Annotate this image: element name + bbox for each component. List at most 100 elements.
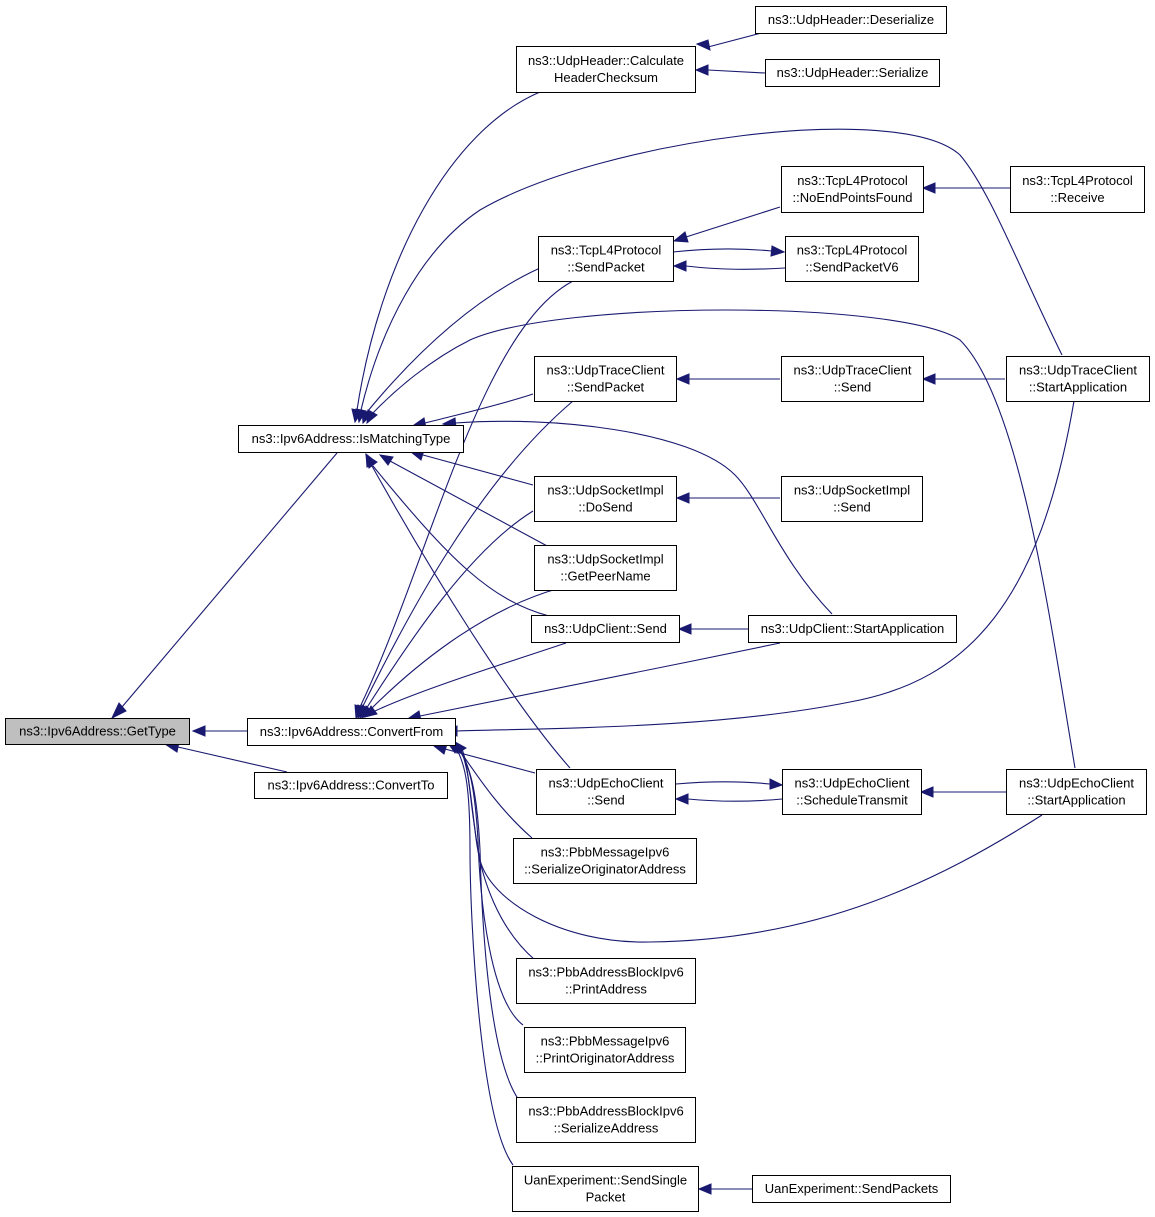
- node-label: ns3::TcpL4Protocol: [797, 243, 908, 258]
- node-label: ns3::UdpSocketImpl: [794, 483, 910, 498]
- node-label: ::DoSend: [578, 500, 632, 515]
- edge-ucsend-convertfrom: [374, 642, 567, 712]
- node-label: ns3::PbbAddressBlockIpv6: [528, 1104, 683, 1119]
- edge-udphdrdeser-udphdrcalc: [707, 31, 766, 48]
- node-label: ns3::UdpTraceClient: [546, 363, 664, 378]
- node-label: ns3::UdpTraceClient: [793, 363, 911, 378]
- edge-utcsendpacket-ismatching: [424, 393, 534, 424]
- node-label: ns3::PbbMessageIpv6: [541, 1034, 670, 1049]
- node-label: ns3::TcpL4Protocol: [797, 173, 908, 188]
- edge-uecsend-uecsched: [675, 781, 771, 785]
- node-utc-start[interactable]: ns3::UdpTraceClient::StartApplication: [1006, 356, 1150, 402]
- edge-uansingle-convertfrom: [455, 747, 514, 1166]
- node-label: ns3::Ipv6Address::IsMatchingType: [252, 431, 451, 446]
- arrowhead: [694, 64, 709, 76]
- node-tcp-receive[interactable]: ns3::TcpL4Protocol::Receive: [1010, 166, 1145, 213]
- arrowhead: [919, 786, 934, 798]
- edge-pbbabprint-convertfrom: [459, 747, 536, 961]
- arrowhead: [672, 260, 687, 272]
- arrowhead: [921, 182, 936, 194]
- arrowhead: [110, 702, 127, 720]
- edge-ucsend-ismatching: [372, 465, 550, 617]
- node-label: UanExperiment::SendSingle: [524, 1173, 687, 1188]
- node-label: ::SendPacket: [567, 260, 645, 275]
- node-uec-sched[interactable]: ns3::UdpEchoClient::ScheduleTransmit: [782, 769, 922, 815]
- node-label: ::NoEndPointsFound: [793, 190, 913, 205]
- node-pbbm-print[interactable]: ns3::PbbMessageIpv6::PrintOriginatorAddr…: [524, 1027, 686, 1073]
- node-box: [531, 615, 680, 643]
- node-box: [513, 838, 697, 884]
- edge-ucstart-ismatching: [454, 420, 833, 615]
- node-label: ns3::UdpHeader::Calculate: [528, 53, 684, 68]
- edge-pbbmprint-convertfrom: [458, 747, 524, 1026]
- edge-tcpsend-tcpsendv6: [672, 248, 773, 253]
- edge-usidosend-ismatching: [422, 454, 534, 486]
- node-uec-send[interactable]: ns3::UdpEchoClient::Send: [536, 769, 676, 815]
- node-usi-dosend[interactable]: ns3::UdpSocketImpl::DoSend: [534, 476, 677, 522]
- node-pbbab-print[interactable]: ns3::PbbAddressBlockIpv6::PrintAddress: [516, 958, 696, 1004]
- node-box: [538, 236, 674, 282]
- node-uec-start[interactable]: ns3::UdpEchoClient::StartApplication: [1006, 769, 1147, 815]
- node-box: [781, 166, 924, 213]
- arrowhead: [677, 623, 692, 635]
- node-udphdr-ser[interactable]: ns3::UdpHeader::Serialize: [765, 59, 940, 87]
- node-label: ::Send: [587, 793, 625, 808]
- arrowhead: [697, 1183, 712, 1195]
- node-uan-packets[interactable]: UanExperiment::SendPackets: [752, 1175, 951, 1203]
- node-box: [534, 545, 677, 591]
- node-box: [254, 772, 448, 799]
- node-box: [781, 476, 923, 522]
- node-label: ns3::TcpL4Protocol: [551, 243, 662, 258]
- node-uc-start[interactable]: ns3::UdpClient::StartApplication: [748, 615, 957, 643]
- node-utc-sendpacket[interactable]: ns3::UdpTraceClient::SendPacket: [534, 356, 677, 402]
- node-uc-send[interactable]: ns3::UdpClient::Send: [531, 615, 680, 643]
- node-box: [1006, 356, 1150, 402]
- node-ismatching[interactable]: ns3::Ipv6Address::IsMatchingType: [238, 425, 464, 453]
- edge-utcsendpacket-convertfrom: [361, 400, 574, 709]
- node-label: ::ScheduleTransmit: [796, 793, 908, 808]
- node-label: ns3::UdpClient::Send: [544, 621, 667, 636]
- node-pbbab-ser[interactable]: ns3::PbbAddressBlockIpv6::SerializeAddre…: [516, 1097, 696, 1143]
- node-tcp-noend[interactable]: ns3::TcpL4Protocol::NoEndPointsFound: [781, 166, 924, 213]
- node-gettype[interactable]: ns3::Ipv6Address::GetType: [5, 718, 190, 745]
- edge-usipeer-ismatching: [389, 460, 550, 548]
- node-box: [1006, 769, 1147, 815]
- node-box: [5, 718, 190, 745]
- node-usi-send[interactable]: ns3::UdpSocketImpl::Send: [781, 476, 923, 522]
- arrowhead: [672, 231, 689, 243]
- node-label: ns3::Ipv6Address::GetType: [19, 724, 176, 739]
- node-label: Packet: [586, 1190, 626, 1205]
- node-utc-send[interactable]: ns3::UdpTraceClient::Send: [781, 356, 924, 402]
- arrowhead: [674, 793, 689, 805]
- node-label: ns3::PbbAddressBlockIpv6: [528, 965, 683, 980]
- node-label: ::Send: [833, 500, 871, 515]
- call-edges: [121, 31, 1076, 1190]
- node-label: ns3::TcpL4Protocol: [1022, 173, 1133, 188]
- node-box: [524, 1027, 686, 1073]
- node-convertto[interactable]: ns3::Ipv6Address::ConvertTo: [254, 772, 448, 799]
- node-label: ns3::UdpClient::StartApplication: [761, 621, 945, 636]
- node-box: [512, 1166, 699, 1212]
- node-tcp-sendpacket[interactable]: ns3::TcpL4Protocol::SendPacket: [538, 236, 674, 282]
- edge-tcpsend-ismatching: [366, 267, 541, 413]
- node-pbbm-ser[interactable]: ns3::PbbMessageIpv6::SerializeOriginator…: [513, 838, 697, 884]
- node-label: ::PrintAddress: [565, 982, 647, 997]
- node-usi-peer[interactable]: ns3::UdpSocketImpl::GetPeerName: [534, 545, 677, 591]
- node-box: [782, 769, 922, 815]
- arrowhead: [191, 725, 206, 737]
- node-box: [755, 6, 947, 34]
- node-box: [536, 769, 676, 815]
- arrowhead: [454, 740, 467, 754]
- node-label: ns3::UdpEchoClient: [795, 776, 910, 791]
- node-tcp-sendv6[interactable]: ns3::TcpL4Protocol::SendPacketV6: [785, 236, 919, 282]
- node-label: ::SendPacket: [567, 380, 645, 395]
- edge-udphdrcalc-ismatching: [356, 91, 541, 411]
- edge-pbbmser-convertfrom: [457, 747, 533, 839]
- node-udphdr-deser[interactable]: ns3::UdpHeader::Deserialize: [755, 6, 947, 34]
- edge-uecsend-convertfrom: [444, 748, 536, 774]
- node-convertfrom[interactable]: ns3::Ipv6Address::ConvertFrom: [247, 718, 456, 746]
- node-box: [516, 46, 696, 93]
- edge-uecsched-uecsend: [687, 798, 783, 802]
